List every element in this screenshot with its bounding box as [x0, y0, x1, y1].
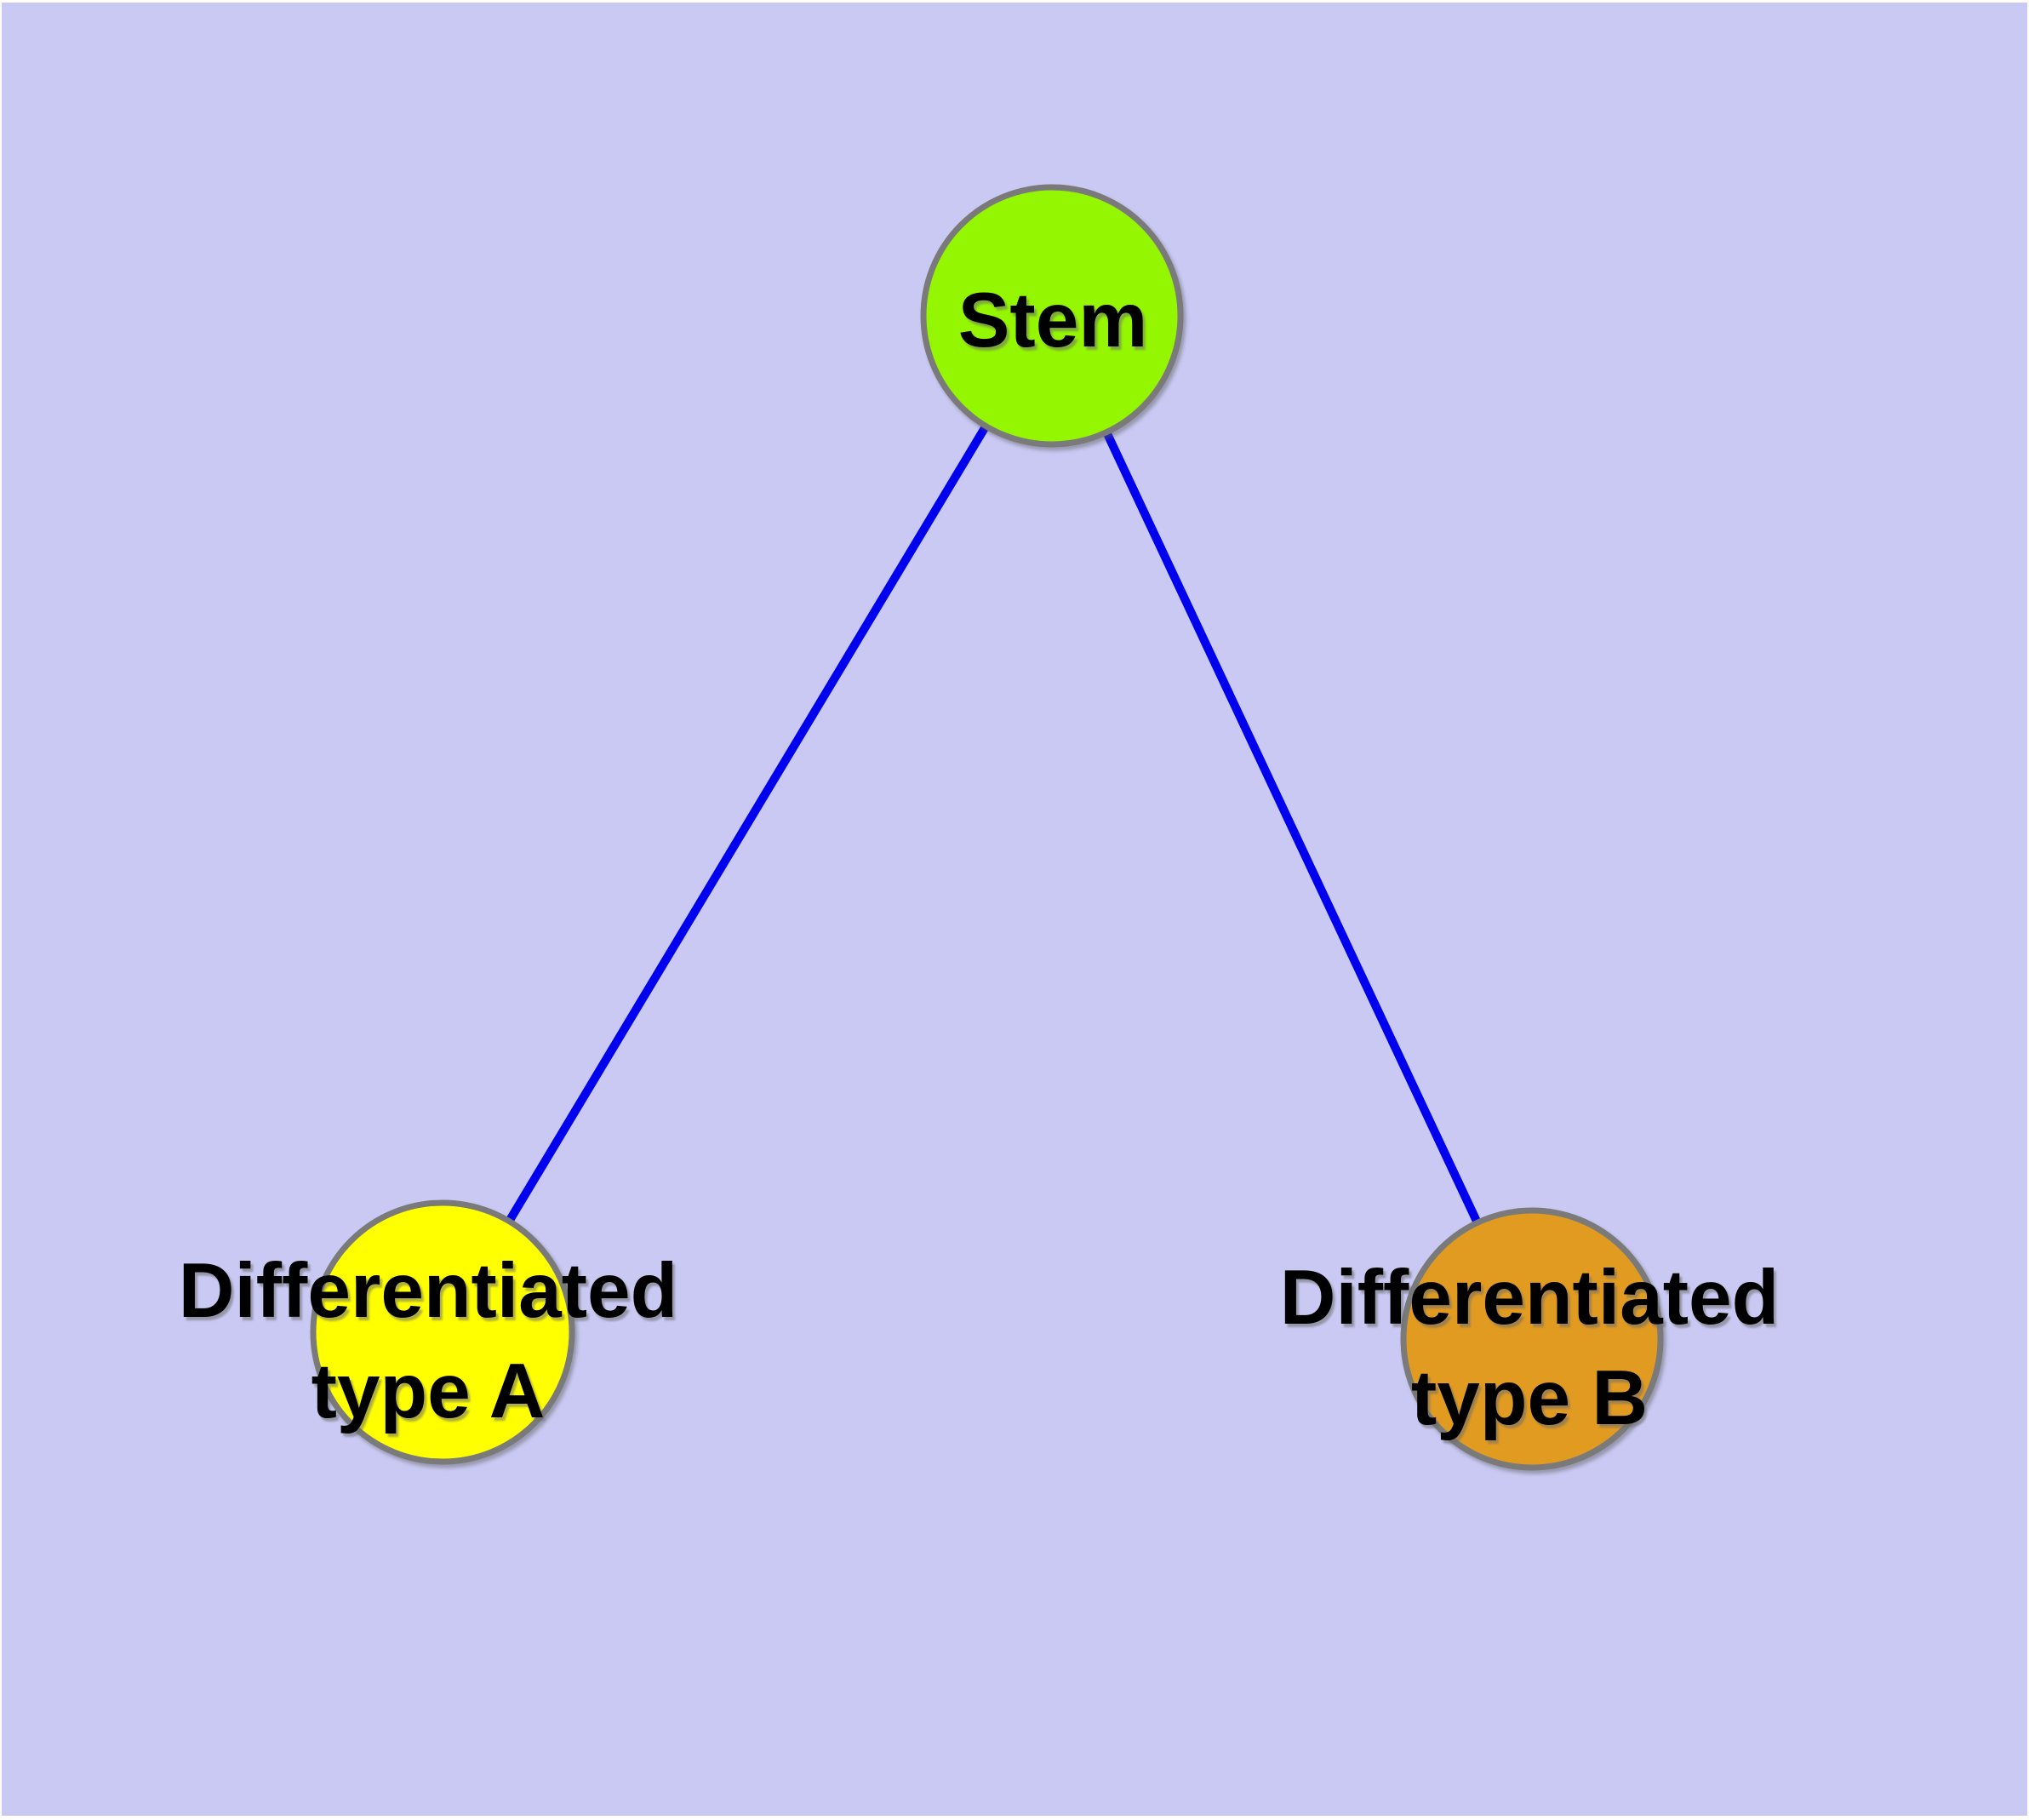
node-differentiated-type-a	[310, 1199, 575, 1465]
edge-stem-to-type-b	[1048, 313, 1536, 1342]
node-differentiated-type-b	[1400, 1207, 1664, 1471]
node-stem	[920, 184, 1184, 448]
node-type-a-label-line-1: Differentiated	[179, 1248, 678, 1334]
node-stem-label: Stem	[958, 278, 1148, 363]
edge-stem-to-type-a	[438, 313, 1056, 1335]
node-type-a-label-line-2: type A	[311, 1348, 546, 1434]
edge-layer	[438, 313, 1536, 1342]
node-type-b-label-line-2: type B	[1411, 1355, 1648, 1441]
label-layer: Stem Differentiated type A Differentiate…	[179, 278, 1780, 1441]
node-type-b-label-line-1: Differentiated	[1280, 1255, 1780, 1341]
node-layer	[310, 184, 1664, 1471]
